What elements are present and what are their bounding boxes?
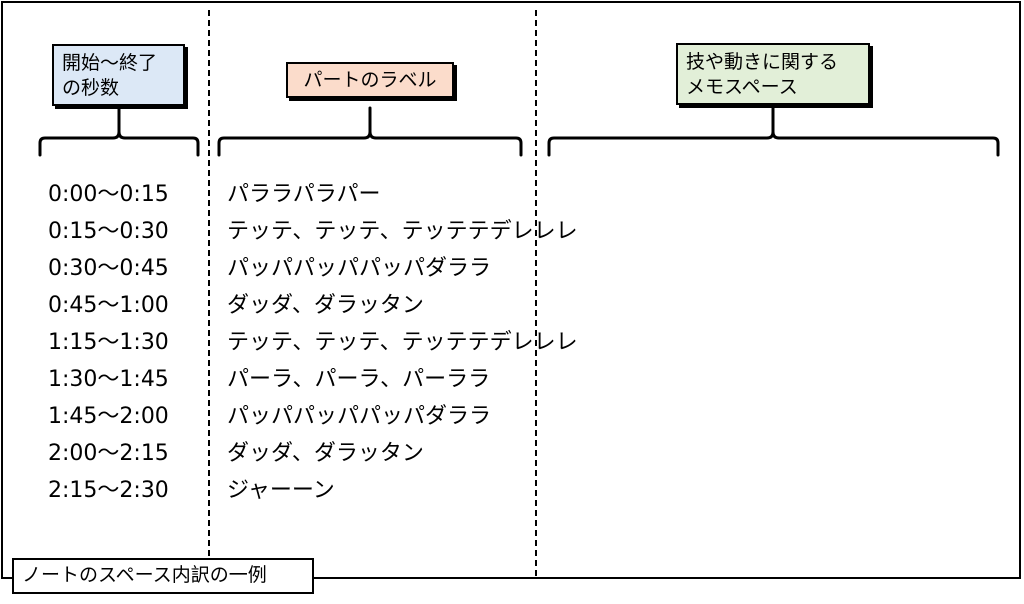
header-time-line-1: 開始～終了: [62, 52, 158, 74]
part-label-row: ダッダ、ダラッタン: [227, 441, 424, 466]
header-memo-line-2: メモスペース: [686, 76, 798, 98]
part-label-row: ダッダ、ダラッタン: [227, 293, 424, 318]
note-frame: [1, 1, 1021, 579]
time-row: 2:15～2:30: [48, 478, 169, 503]
header-memo-line-1: 技や動きに関する: [686, 51, 839, 73]
time-row: 0:15～0:30: [48, 219, 169, 244]
time-row: 0:00～0:15: [48, 182, 169, 207]
part-label-column: パララパラパー テッテ、テッテ、テッテテデレレレ パッパパッパパッパダララ ダッ…: [227, 176, 578, 509]
header-memo-box: 技や動きに関する メモスペース: [676, 43, 870, 105]
part-label-row: テッテ、テッテ、テッテテデレレレ: [227, 330, 578, 355]
header-time-box: 開始～終了 の秒数: [52, 44, 185, 106]
part-label-row: パッパパッパパッパダララ: [227, 404, 492, 429]
part-label-row: ジャーーン: [227, 478, 335, 503]
part-label-row: パッパパッパパッパダララ: [227, 256, 492, 281]
time-row: 1:30～1:45: [48, 367, 169, 392]
divider-part-memo: [535, 10, 537, 576]
header-time-line-2: の秒数: [62, 77, 120, 99]
time-row: 0:45～1:00: [48, 293, 169, 318]
part-label-row: パララパラパー: [227, 182, 381, 207]
caption-box: ノートのスペース内訳の一例: [12, 558, 314, 594]
header-part-box: パートのラベル: [286, 62, 454, 98]
time-column: 0:00～0:15 0:15～0:30 0:30～0:45 0:45～1:00 …: [48, 176, 169, 509]
time-row: 2:00～2:15: [48, 441, 169, 466]
header-part-line-1: パートのラベル: [303, 69, 437, 91]
part-label-row: テッテ、テッテ、テッテテデレレレ: [227, 219, 578, 244]
time-row: 1:45～2:00: [48, 404, 169, 429]
time-row: 1:15～1:30: [48, 330, 169, 355]
divider-time-part: [208, 10, 210, 576]
part-label-row: パーラ、パーラ、パーララ: [227, 367, 491, 392]
time-row: 0:30～0:45: [48, 256, 169, 281]
